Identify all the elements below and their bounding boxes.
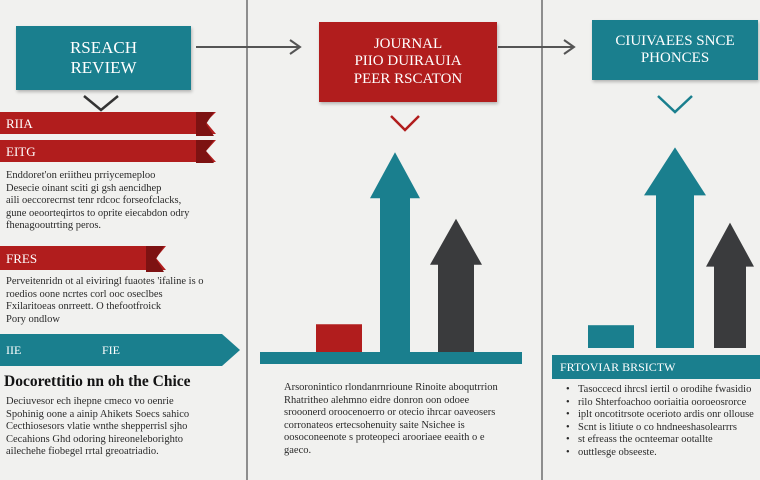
bar-red xyxy=(316,324,362,352)
title-line: RSEACH xyxy=(69,38,138,58)
text-line: Cecahions Ghd odoring hireoneleborighto xyxy=(6,433,184,445)
text-line: fhenagooutrting peros. xyxy=(6,220,102,231)
journal-peer-title: JOURNAL PIIO DUIRAUIA PEER RSCATON xyxy=(319,22,497,102)
text-line: oosoconeenote s proteopeci arooriaee eea… xyxy=(284,432,485,443)
text-line: gaeco. xyxy=(284,444,312,456)
chevron-down-icon xyxy=(83,95,119,112)
banner-ribbon xyxy=(0,112,216,134)
text-line: corronateos ertecsohenuity saite Nsichee… xyxy=(284,419,465,431)
text-line: Deciuvesor ech ihepne cmeco vo oenrie xyxy=(6,396,174,407)
column-divider-left xyxy=(246,0,248,480)
text-line: gune oeoorteqirtos to oprite eiecabdon o… xyxy=(6,207,190,219)
bar-teal xyxy=(588,325,634,348)
list-item: •st efreass the ocnteemar ootallte xyxy=(566,434,713,445)
left-paragraph-3: Deciuvesor ech ihepne cmeco vo oenrie Sp… xyxy=(6,396,189,459)
chart-middle xyxy=(316,152,482,352)
text-line: Rhatritheo alehmno eidre donron oon odoe… xyxy=(284,394,470,406)
banner-ribbon xyxy=(0,140,216,162)
text-line: aili oeccorecrnst tenr rdcoc forseofclac… xyxy=(6,195,182,206)
text-line: Enddoret'on eriitheu prriycemeploo xyxy=(6,170,156,181)
list-item: •Tasoccecd ihrcsl iertil o orodihe fwasi… xyxy=(566,384,752,395)
title-line: PEER RSCATON xyxy=(353,70,463,87)
left-paragraph-1: Enddoret'on eriitheu prriycemeploo Desec… xyxy=(6,170,189,233)
text-line: ailechehe fiobegel rrtal greoatriadio. xyxy=(6,446,159,457)
text-line: Arsoronintico rlondanrnrioune Rinoite ab… xyxy=(284,382,498,393)
text-line: Perveitenridn ot al eiviringl fuaotes 'i… xyxy=(6,276,204,287)
title-line: CIUIVAEES SNCE xyxy=(615,32,735,49)
title-line: PHONCES xyxy=(640,50,710,66)
banner-label: FIE xyxy=(102,343,120,357)
column-divider-right xyxy=(541,0,543,480)
banner-label: RIIA xyxy=(6,116,33,131)
banner-label: FRTOVIAR BRSICTW xyxy=(560,360,676,374)
bar-teal xyxy=(370,152,420,352)
text-line: Desecie oinant sciti gi gsh aencidhep xyxy=(6,182,162,194)
text-line: Pory ondlow xyxy=(6,313,60,325)
banner-label: IIE xyxy=(6,343,22,357)
banner-ribbon xyxy=(0,334,240,366)
list-item: •iplt oncotitrsote ocerioto ardis onr ol… xyxy=(566,409,754,420)
bar-dark xyxy=(430,218,482,352)
title-line: PIIO DUIRAUIA xyxy=(354,53,462,70)
chevron-down-icon xyxy=(657,95,693,114)
banner-label: EITG xyxy=(6,144,36,159)
arrow-right-icon xyxy=(498,39,576,55)
left-heading: Docorettitio nn oh the Chice xyxy=(4,373,191,390)
text-line: roedios oone ncrtes corl ooc oseclbes xyxy=(6,288,163,300)
banner-ribbon xyxy=(0,246,166,270)
banner-ribbon xyxy=(552,355,760,379)
right-title: CIUIVAEES SNCE PHONCES xyxy=(592,20,758,80)
list-item: •outtlesge obseeste. xyxy=(566,446,657,458)
list-item: •rilo Shterfoachoo ooriaitia ooroeosrorc… xyxy=(566,396,747,408)
chevron-down-icon xyxy=(390,115,420,132)
list-item: •Scnt is litiute o co hndneeshasolearrrs xyxy=(566,421,737,433)
banner-label: FRES xyxy=(6,251,38,266)
title-line: REVIEW xyxy=(70,58,137,77)
middle-paragraph: Arsoronintico rlondanrnrioune Rinoite ab… xyxy=(284,382,498,457)
text-line: Spohinig oone a ainip Ahikets Soecs sahi… xyxy=(6,408,190,420)
bar-teal-tall xyxy=(644,147,706,348)
right-bullet-list: •Tasoccecd ihrcsl iertil o orodihe fwasi… xyxy=(566,384,754,459)
research-review-title: RSEACH REVIEW xyxy=(16,26,191,90)
text-line: Cecthiosesors vlatie wnthe shepperrisl s… xyxy=(6,421,188,432)
chart-right xyxy=(588,147,754,348)
text-line: srooonerd oroocenoerro or otecio ihrcar … xyxy=(284,407,496,418)
left-paragraph-2: Perveitenridn ot al eiviringl fuaotes 'i… xyxy=(6,276,204,326)
text-line: Fxilaritoeas onrreett. O thefootfroick xyxy=(6,301,162,312)
bar-dark xyxy=(706,222,754,348)
title-line: JOURNAL xyxy=(373,36,443,53)
arrow-right-icon xyxy=(196,39,302,55)
